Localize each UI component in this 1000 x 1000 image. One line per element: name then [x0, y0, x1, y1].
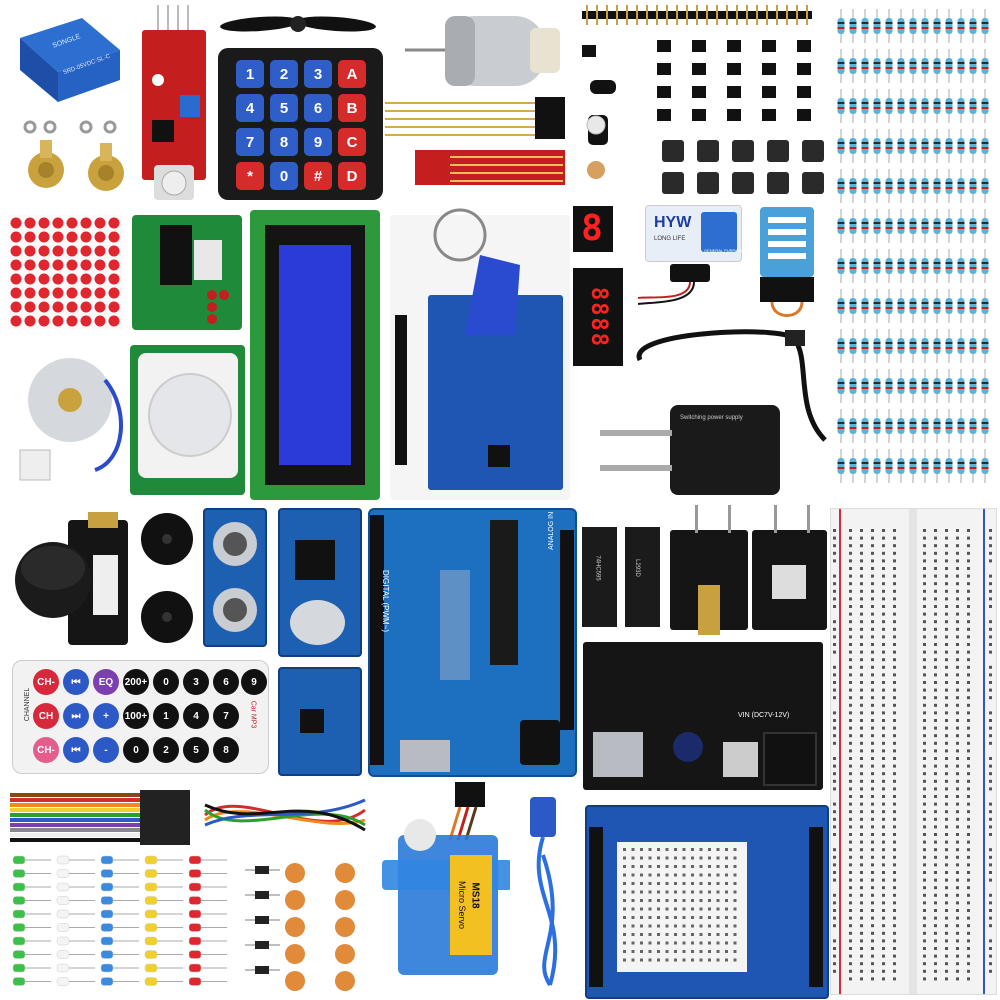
remote-button[interactable]: 4	[183, 703, 209, 729]
keypad-key[interactable]: 4	[236, 94, 264, 122]
keypad-key[interactable]: 7	[236, 128, 264, 156]
dht11-sensor	[752, 205, 822, 325]
mini-breadboard	[617, 842, 747, 972]
lcd-bezel	[265, 225, 365, 485]
remote-button[interactable]: CH-	[33, 669, 59, 695]
remote-button[interactable]: 9	[241, 669, 267, 695]
lcd-1602-display	[250, 210, 380, 500]
joystick-module	[8, 510, 133, 650]
potentiometers	[10, 115, 130, 200]
chip-label-2: L293D	[633, 559, 640, 577]
sound-sensor-module	[140, 5, 208, 200]
power-supply-label: Switching power supply	[680, 415, 743, 421]
servo-model: MS18	[469, 882, 481, 909]
sensor-module-2	[752, 505, 827, 630]
micro-servo: Micro Servo MS18	[380, 780, 512, 995]
ir-remote: CHANNEL CH- CH CH- ⏮ ⏭ ⏮ EQ + - 200+ 100…	[12, 660, 269, 774]
remote-button[interactable]: 2	[153, 737, 179, 763]
power-module-vin: VIN (DC7V-12V)	[738, 712, 790, 719]
arduino-uno-board: DIGITAL (PWM~) ANALOG IN	[368, 508, 577, 777]
remote-button[interactable]: EQ	[93, 669, 119, 695]
breadboard-power-module: VIN (DC7V-12V)	[583, 642, 823, 790]
remote-button[interactable]: CH	[33, 703, 59, 729]
battery-text: LONG LIFE	[654, 236, 686, 242]
accelerometer-module	[278, 667, 362, 776]
keypad-key[interactable]: 0	[270, 162, 298, 190]
led-dot-matrix	[8, 215, 123, 330]
remote-button[interactable]: 6	[213, 669, 239, 695]
remote-button[interactable]: -	[93, 737, 119, 763]
remote-button[interactable]: ⏭	[63, 703, 89, 729]
chip-label-1: 74HC595	[594, 555, 601, 581]
remote-button[interactable]: 100+	[123, 703, 149, 729]
diodes-and-capacitors	[240, 855, 370, 995]
resistors-grid	[835, 5, 995, 500]
usb-cable	[520, 795, 580, 995]
buzzers	[135, 505, 200, 650]
remote-button[interactable]: 7	[213, 703, 239, 729]
keypad-key[interactable]: D	[338, 162, 366, 190]
rtc-module	[278, 508, 362, 657]
remote-button[interactable]: 200+	[123, 669, 149, 695]
remote-button[interactable]: ⏮	[63, 737, 89, 763]
breadboard	[830, 508, 997, 995]
remote-button[interactable]: 3	[183, 669, 209, 695]
seven-segment-single: 8	[573, 206, 613, 252]
power-adapter: Switching power supply	[595, 320, 835, 500]
fan-propeller	[218, 10, 378, 38]
relay: SONGLE SRD-05VDC-SL-C	[12, 10, 122, 105]
remote-button[interactable]: 5	[183, 737, 209, 763]
keypad-key[interactable]: 8	[270, 128, 298, 156]
remote-channel-label: CHANNEL	[24, 687, 32, 722]
rfid-reader	[390, 208, 570, 500]
keypad-key[interactable]: *	[236, 162, 264, 190]
keypad-key[interactable]: 5	[270, 94, 298, 122]
water-level-sensor	[385, 95, 575, 195]
arduino-digital-label: DIGITAL (PWM~)	[381, 570, 390, 632]
battery-brand: HYW	[654, 214, 692, 231]
leds-assortment	[5, 850, 235, 995]
remote-button[interactable]: +	[93, 703, 119, 729]
transistors-and-buttons	[582, 35, 827, 200]
remote-button[interactable]: 8	[213, 737, 239, 763]
keypad-key[interactable]: 9	[304, 128, 332, 156]
keypad-key[interactable]: C	[338, 128, 366, 156]
keypad-key[interactable]: 6	[304, 94, 332, 122]
remote-button[interactable]: 0	[123, 737, 149, 763]
keypad-key[interactable]: A	[338, 60, 366, 88]
remote-button[interactable]: CH-	[33, 737, 59, 763]
lcd-screen	[279, 245, 351, 465]
dc-motor	[405, 8, 565, 90]
pir-motion-sensor	[130, 345, 245, 495]
remote-button[interactable]: 0	[153, 669, 179, 695]
remote-brand: Car MP3	[249, 700, 257, 729]
pir-dome	[138, 353, 238, 478]
sensor-module-1	[670, 505, 748, 635]
rainbow-ribbon-cable	[10, 790, 190, 845]
membrane-keypad: 1 2 3 A 4 5 6 B 7 8 9 C * 0 # D	[218, 48, 383, 200]
seven-segment-quad: 8888	[573, 268, 623, 366]
keypad-key[interactable]: B	[338, 94, 366, 122]
prototype-shield	[585, 805, 829, 999]
header-pins-side	[395, 315, 407, 465]
battery-type: GENERAL PURPOSE	[704, 248, 744, 253]
keypad-key[interactable]: 2	[270, 60, 298, 88]
ic-chips: 74HC595 L293D	[580, 525, 665, 630]
jumper-wires-bundle	[200, 785, 370, 845]
stepper-driver-board	[132, 215, 242, 330]
keypad-key[interactable]: 1	[236, 60, 264, 88]
male-header-pins	[582, 5, 812, 25]
stepper-motor	[15, 350, 125, 490]
battery-9v: HYW LONG LIFE GENERAL PURPOSE	[645, 205, 744, 262]
battery-clip	[630, 262, 740, 312]
ultrasonic-sensor	[203, 508, 267, 647]
remote-button[interactable]: 1	[153, 703, 179, 729]
keypad-key[interactable]: 3	[304, 60, 332, 88]
remote-button[interactable]: ⏮	[63, 669, 89, 695]
keypad-key[interactable]: #	[304, 162, 332, 190]
servo-name: Micro Servo	[457, 880, 468, 930]
arduino-analog-label: ANALOG IN	[548, 511, 555, 550]
